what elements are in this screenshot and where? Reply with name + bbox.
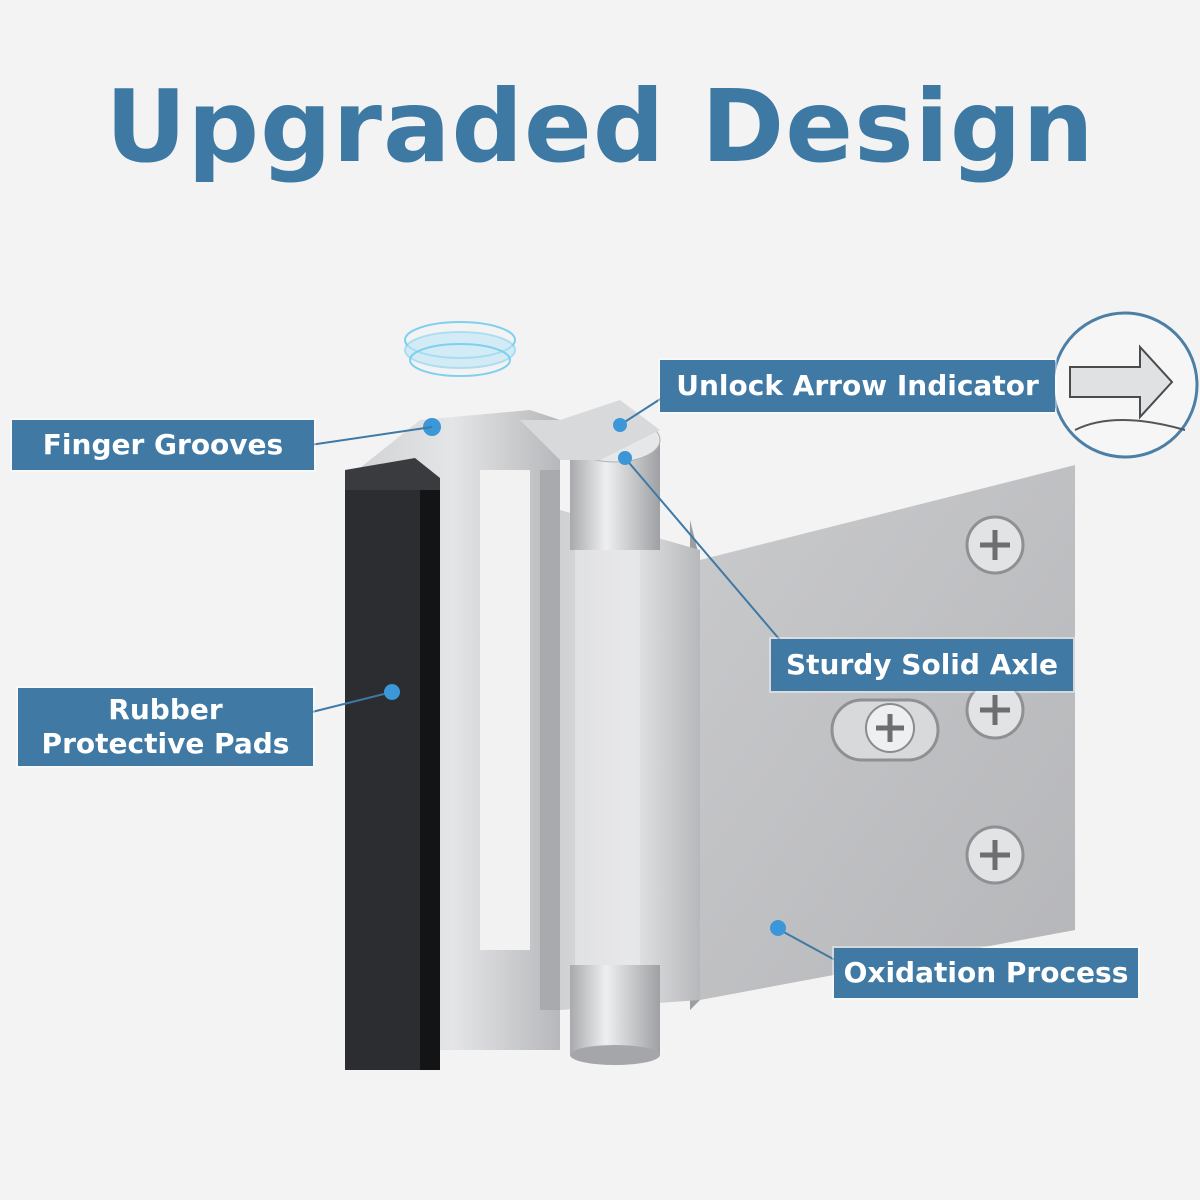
finger-grooves-label: Finger Grooves [12,420,314,470]
hinge-body [560,510,700,1010]
unlock-arrow-inset [1051,311,1199,459]
slot-screw-icon [830,698,940,762]
label-text: Unlock Arrow Indicator [676,369,1039,402]
label-text: Finger Grooves [42,428,284,461]
solid-axle-label: Sturdy Solid Axle [771,639,1073,691]
unlock-arrow-label: Unlock Arrow Indicator [660,360,1055,412]
finger-grooves-marker [404,321,516,436]
rubber-pads-label: Rubber Protective Pads [18,688,313,766]
screw-icon [965,515,1025,575]
page-title: Upgraded Design [105,68,1095,185]
label-text: Rubber [108,693,223,726]
bracket [345,400,660,1050]
label-text: Oxidation Process [843,956,1129,989]
label-text: Sturdy Solid Axle [785,648,1059,681]
oxidation-label: Oxidation Process [834,948,1138,998]
leader-lines [309,395,836,961]
marker-dots [384,418,786,936]
rubber-pad [345,458,440,1070]
label-text: Protective Pads [41,727,290,760]
screw-icon [965,825,1025,885]
